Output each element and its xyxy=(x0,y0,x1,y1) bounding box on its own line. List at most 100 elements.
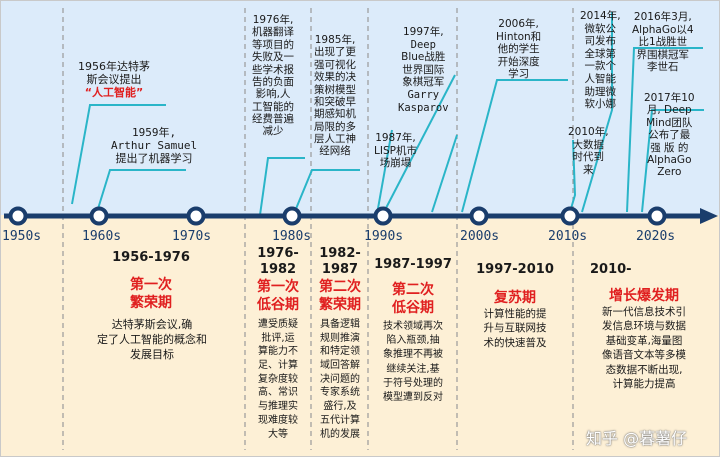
connector-1997a xyxy=(384,74,456,211)
period-years-line: 1982 xyxy=(259,262,297,278)
event-2017: 2017年10 月, Deep Mind团队 公布了最 强 版 的 AlphaG… xyxy=(644,92,695,179)
event-2006-line: 2006年, xyxy=(498,18,539,30)
node-1970s xyxy=(186,206,206,226)
event-1956-highlight: “人工智能” xyxy=(84,86,144,100)
event-2016-line: 2016年3月, xyxy=(633,11,692,23)
period-title-line: 复苏期 xyxy=(494,290,536,306)
event-2017-line: 2017年10 xyxy=(644,92,695,104)
period-desc-line: 基础变革,海量图 xyxy=(605,334,683,347)
event-1985-line: 1985年, xyxy=(314,34,356,46)
period-desc-line: 达特茅斯会议,确 xyxy=(111,318,193,331)
period-desc-line: 复杂度较 xyxy=(258,373,298,385)
period-desc-line: 象推理不再被 xyxy=(383,349,443,361)
node-1990s xyxy=(373,206,393,226)
event-2010-line: 2010年, xyxy=(568,126,609,138)
event-2006-line: 学习 xyxy=(508,68,530,81)
node-2020s xyxy=(647,206,667,226)
event-1997: 1997年, Deep Blue战胜 世界国际 象棋冠军 Garry Kaspa… xyxy=(398,26,449,114)
event-1985-line: 策树模型 xyxy=(314,83,356,96)
connector-2016 xyxy=(626,47,703,213)
event-1976-line: 等项目的 xyxy=(252,38,294,51)
period-desc-line: 模型遭到反对 xyxy=(383,391,443,403)
event-2014-line: 全球第 xyxy=(584,47,617,60)
period-desc-line: 大等 xyxy=(268,428,288,440)
event-1985-line: 期感知机 xyxy=(314,108,356,121)
event-2016-line: AlphaGo以4 xyxy=(632,23,694,36)
event-1976-line: 经费普遍 xyxy=(252,113,294,125)
period-2-years: 1976- 1982 xyxy=(247,246,309,279)
period-desc-line: 具备逻辑 xyxy=(320,319,360,330)
period-desc-line: 与推理实 xyxy=(258,401,298,413)
event-2017-line: 强 版 的 xyxy=(650,141,689,154)
connector-2006 xyxy=(461,79,568,213)
event-1976-line: 工智能的 xyxy=(252,100,294,113)
event-2006-line: 开始深度 xyxy=(497,55,540,68)
period-desc-line: 域回答解 xyxy=(320,360,360,372)
period-6-desc: 新一代信息技术引 发信息环境与数据 基础变革,海量图 像语音文本等多模 态数据不… xyxy=(576,305,712,392)
period-desc-line: 规则推演 xyxy=(320,332,360,344)
event-1997-line: Blue战胜 xyxy=(401,51,446,64)
period-title-line: 第一次 xyxy=(257,279,299,295)
axis-label-2010s: 2010s xyxy=(548,229,588,244)
event-1976-line: 失败及一 xyxy=(252,51,294,64)
event-2016-line: 比1战胜世 xyxy=(638,36,688,49)
period-years-line: 1956-1976 xyxy=(112,250,190,265)
event-1987-line: 场崩塌 xyxy=(379,157,412,170)
event-1985-line: 层人工神 xyxy=(314,133,356,145)
event-2006: 2006年, Hinton和 他的学生 开始深度 学习 xyxy=(496,18,541,81)
period-desc-line: 发信息环境与数据 xyxy=(602,320,686,333)
period-desc-line: 升与互联网技 xyxy=(483,322,547,335)
event-2014-line: 人智能 xyxy=(584,72,617,85)
period-desc-line: 像语音文本等多模 xyxy=(602,349,686,362)
event-2016-line: 界围棋冠军 xyxy=(636,48,690,61)
connector-1959 xyxy=(96,169,186,213)
period-1-title: 第一次 繁荣期 xyxy=(96,277,206,312)
event-1985-line: 经网络 xyxy=(319,145,351,158)
period-4-title: 第二次 低谷期 xyxy=(370,282,456,317)
lower-periods-band xyxy=(0,215,720,457)
event-1956-line: 1956年达特茅 xyxy=(78,60,150,73)
event-1997-line: Kasparov xyxy=(398,101,449,114)
period-3-title: 第二次 繁荣期 xyxy=(312,279,368,314)
period-desc-line: 批评,运 xyxy=(261,332,295,344)
period-title-line: 繁荣期 xyxy=(319,296,361,313)
period-years-line: 1976- xyxy=(257,246,299,261)
period-desc-line: 新一代信息技术引 xyxy=(602,306,686,318)
period-title-line: 第二次 xyxy=(392,282,434,298)
period-desc-line: 足、计算 xyxy=(258,360,298,372)
event-1976-line: 减少 xyxy=(262,125,284,138)
connector-2017 xyxy=(641,109,704,213)
period-years-line: 2010- xyxy=(590,262,632,277)
axis-label-1970s: 1970s xyxy=(172,229,212,244)
period-desc-line: 遭受质疑 xyxy=(258,319,298,330)
event-2010-line: 大数据 xyxy=(572,138,605,151)
connector-1976 xyxy=(259,157,305,216)
period-title-line: 繁荣期 xyxy=(130,294,172,311)
event-2014-line: 软小娜 xyxy=(584,98,617,111)
node-2000s xyxy=(469,206,489,226)
connector-1956 xyxy=(71,104,166,205)
event-1985-line: 效果的决 xyxy=(314,71,356,84)
event-1997-line: 世界国际 xyxy=(402,63,445,76)
period-desc-line: 于符号处理的 xyxy=(383,377,443,389)
event-2017-line: 公布了最 xyxy=(648,129,691,142)
period-title-line: 第二次 xyxy=(319,279,361,295)
event-1997-line: 象棋冠军 xyxy=(402,76,445,89)
node-2010s xyxy=(560,206,580,226)
event-2014-line: 2014年, xyxy=(580,10,621,22)
period-2-title: 第一次 低谷期 xyxy=(247,279,309,314)
event-1976-line: 1976年, xyxy=(252,14,294,26)
node-1950s xyxy=(8,206,28,226)
period-3-years: 1982- 1987 xyxy=(312,246,368,279)
event-2006-line: Hinton和 xyxy=(496,30,542,43)
period-desc-line: 五代计算 xyxy=(320,414,360,426)
event-2016: 2016年3月, AlphaGo以4 比1战胜世 界围棋冠军 李世石 xyxy=(632,11,694,74)
period-desc-line: 计算性能的提 xyxy=(483,308,547,320)
period-1-years: 1956-1976 xyxy=(76,250,226,266)
period-5-years: 1997-2010 xyxy=(460,262,570,278)
axis-label-1950s: 1950s xyxy=(2,229,42,244)
axis-label-1990s: 1990s xyxy=(364,229,404,244)
connector-2010 xyxy=(569,139,577,213)
watermark: 知乎 @暮薯仔 xyxy=(586,429,688,448)
